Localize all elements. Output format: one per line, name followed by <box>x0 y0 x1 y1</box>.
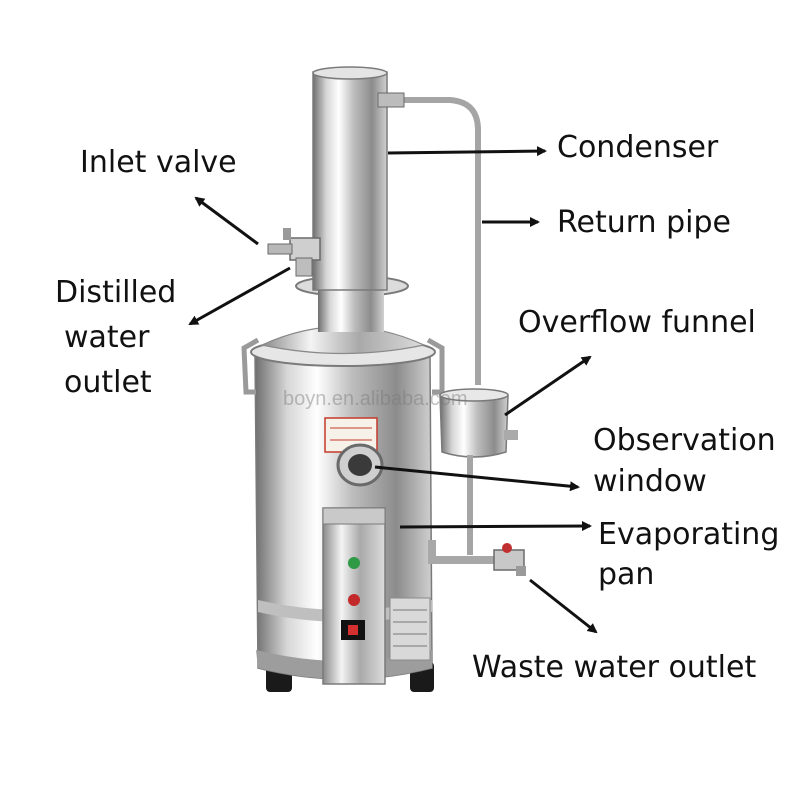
label-evaporating-pan-line1: Evaporating <box>598 517 780 552</box>
label-condenser: Condenser <box>557 130 719 165</box>
label-distilled-water-outlet-line1: Distilled <box>55 275 177 310</box>
arrow-inlet-valve <box>194 196 259 246</box>
label-observation-window-line1: Observation <box>593 423 776 458</box>
arrow-condenser <box>387 146 547 157</box>
watermark: boyn.en.alibaba.com <box>283 388 468 410</box>
green-indicator-light <box>348 557 360 569</box>
waste-pipe <box>428 540 502 564</box>
label-observation-window-line2: window <box>593 464 707 499</box>
left-handle <box>241 337 260 395</box>
inlet-valve-body <box>289 237 321 261</box>
label-inlet-valve: Inlet valve <box>80 145 237 180</box>
label-evaporating-pan-line2: pan <box>598 557 655 592</box>
label-return-pipe: Return pipe <box>557 205 731 240</box>
label-waste-water-outlet: Waste water outlet <box>472 650 757 685</box>
label-overflow-funnel: Overflow funnel <box>518 305 756 340</box>
arrow-evaporating-pan <box>399 521 592 532</box>
condenser-column <box>312 71 388 291</box>
body-lid-dome <box>260 325 426 355</box>
label-distilled-water-outlet-line2: water <box>64 320 150 355</box>
arrow-distilled-outlet <box>188 266 291 326</box>
label-distilled-water-outlet-line3: outlet <box>64 365 152 400</box>
arrow-overflow-funnel <box>504 355 592 417</box>
return-pipe <box>385 97 481 385</box>
arrow-observation-window <box>374 465 580 492</box>
red-indicator-light <box>348 594 360 606</box>
right-handle <box>426 337 445 395</box>
outlet-nozzle <box>295 257 313 277</box>
nameplate <box>389 597 431 661</box>
overflow-funnel <box>439 394 509 458</box>
arrow-waste-water <box>529 578 598 634</box>
